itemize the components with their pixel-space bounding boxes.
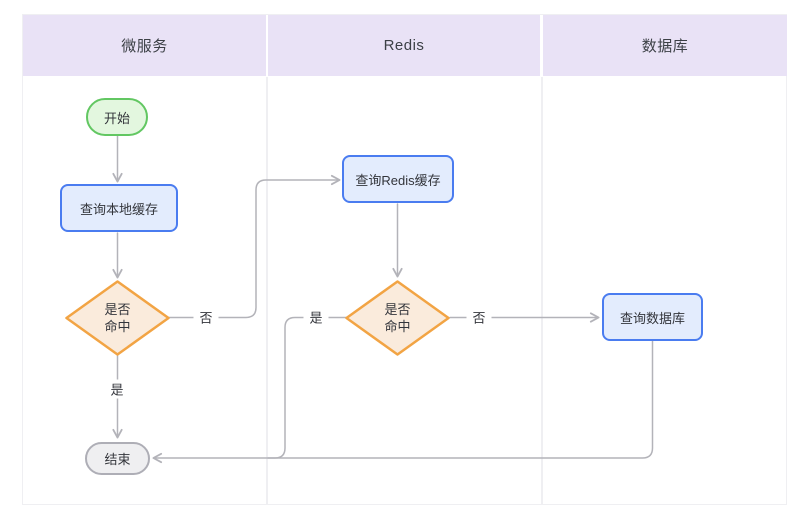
edge-label-redis-hit: 是 [303,307,329,327]
node-end: 结束 [85,442,150,475]
diamond-shape [65,280,170,356]
swimlane-table [22,14,787,505]
node-label: 查询Redis缓存 [355,172,441,188]
diamond-shape [345,280,450,356]
node-redis-hit-decision: 是否 命中 [344,279,451,357]
decision-line-1: 是否 [104,302,131,317]
node-label: 结束 [104,452,131,467]
node-label: 开始 [103,110,130,126]
node-start: 开始 [86,98,148,136]
lane-header-label: 数据库 [641,38,689,55]
decision-line-1: 是否 [384,302,411,317]
lane-divider [541,77,543,505]
node-query-database: 查询数据库 [602,293,703,341]
node-query-redis-cache: 查询Redis缓存 [342,155,454,203]
edge-label-local-miss: 否 [193,307,219,327]
lane-header-label: Redis [383,37,425,54]
node-label: 是否 命中 [344,279,451,357]
lane-header-redis: Redis [268,15,540,76]
decision-line-2: 命中 [104,319,131,334]
lane-divider [266,77,268,505]
lane-header-database: 数据库 [543,15,787,76]
edge-label-local-hit: 是 [104,379,130,399]
decision-line-2: 命中 [384,319,411,334]
lane-header-label: 微服务 [121,38,168,55]
edge-label-redis-miss: 否 [466,307,492,327]
node-label: 查询数据库 [619,310,685,326]
node-label: 查询本地缓存 [79,201,158,217]
lane-header-microservice: 微服务 [23,15,266,76]
node-query-local-cache: 查询本地缓存 [60,184,178,232]
node-label: 是否 命中 [64,279,171,357]
node-local-hit-decision: 是否 命中 [64,279,171,357]
